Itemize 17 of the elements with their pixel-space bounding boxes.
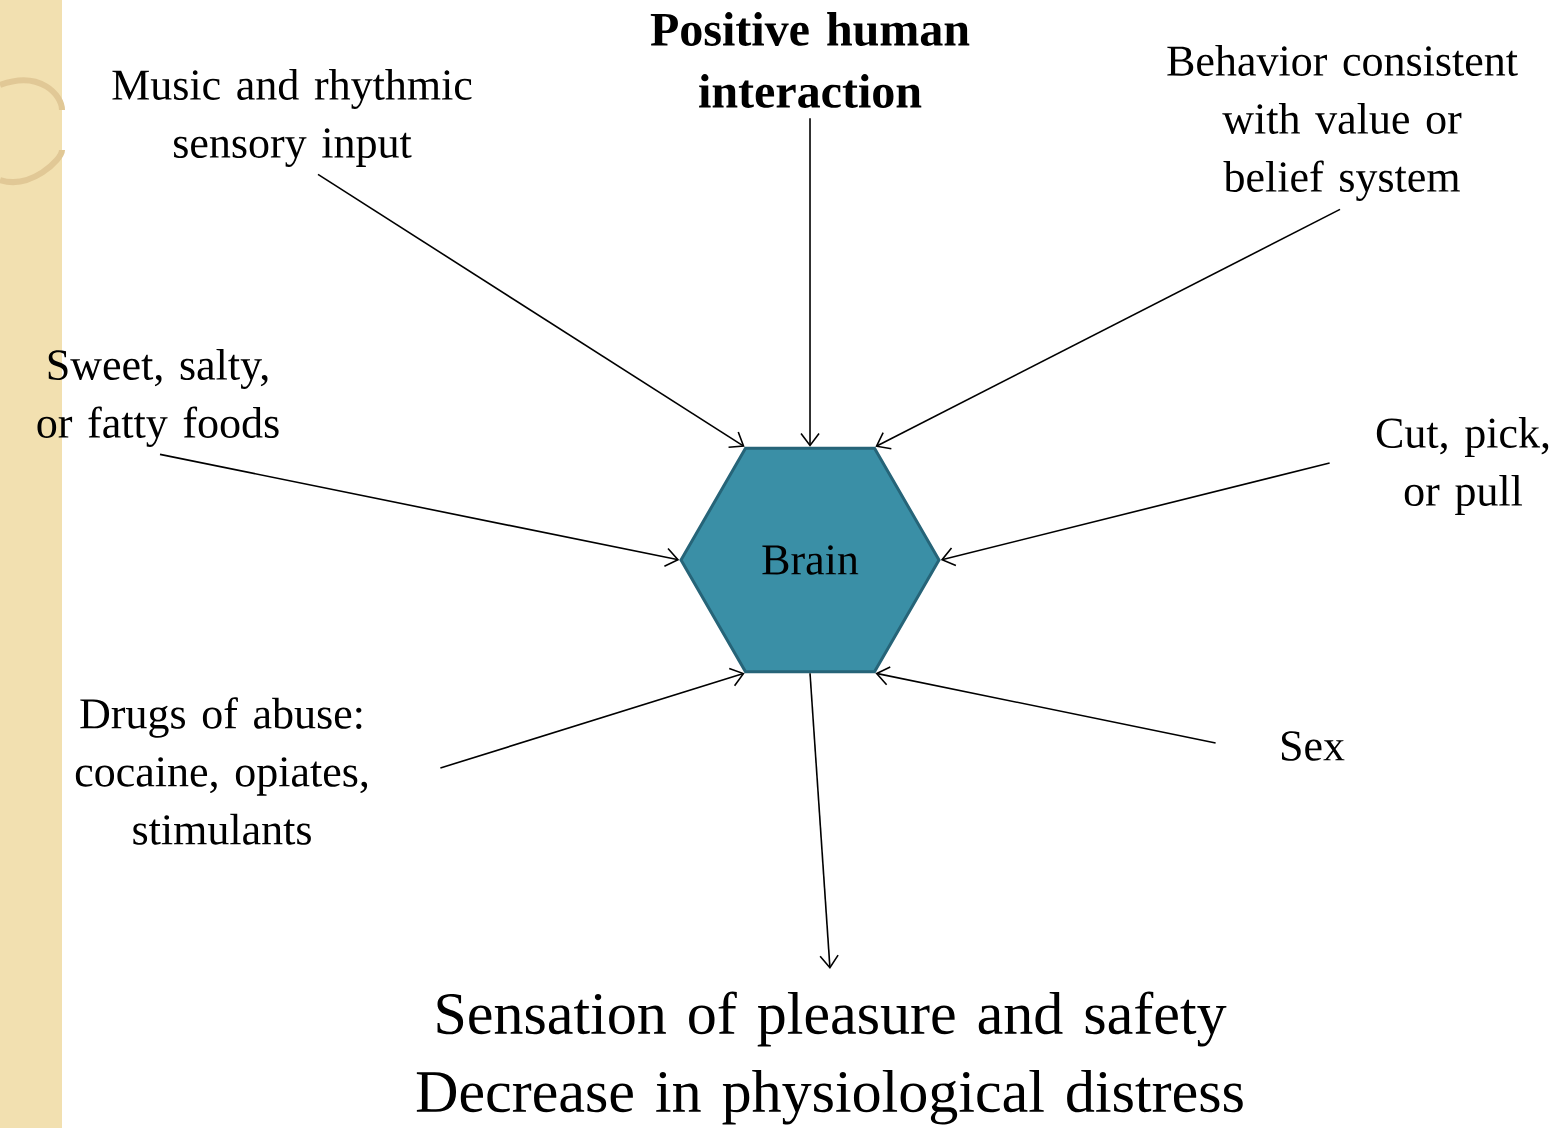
arrow: [439, 667, 745, 769]
arrow: [317, 173, 745, 448]
arrow: [875, 208, 1341, 450]
outcome-label: Sensation of pleasure and safety Decrease in physiological distress: [416, 991, 1243, 1125]
cause-label: Sex: [1281, 731, 1345, 761]
cause-label: Behavior consistent with value or belief system: [1167, 45, 1518, 201]
arrow: [940, 462, 1331, 567]
cause-label: Cut, pick, or pull: [1376, 417, 1549, 515]
cause-label: Positive human interaction: [650, 12, 970, 108]
arrow: [800, 117, 820, 447]
cause-label: Drugs of abuse: cocaine, opiates, stimulants: [75, 697, 368, 845]
cause-label: Music and rhythmic sensory input: [112, 69, 472, 167]
arrow: [159, 453, 680, 567]
cause-label: Sweet, salty, or fatty foods: [37, 349, 279, 447]
arrow: [809, 672, 839, 969]
arrow: [875, 666, 1217, 744]
brain-hexagon: Brain: [679, 446, 941, 674]
